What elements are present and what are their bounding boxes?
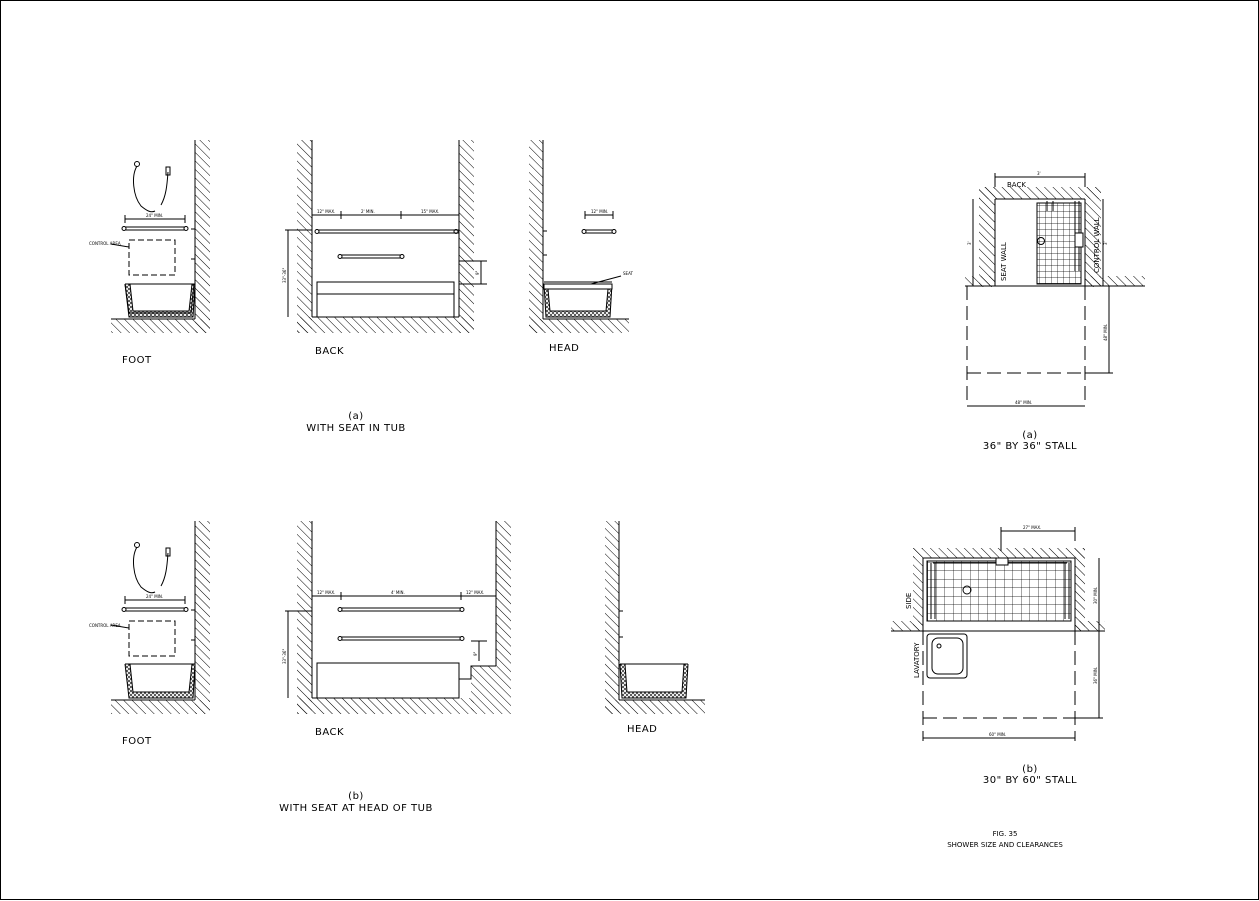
stall-b-lavatory-label: LAVATORY <box>913 642 921 678</box>
stall-a-seat-wall-label: SEAT WALL <box>1000 242 1008 281</box>
tub-b-head-elevation <box>605 521 705 714</box>
tub-b-control-area-label: CONTROL AREA <box>89 623 121 628</box>
tub-b-back-left-dim: 12" MAX. <box>317 590 335 595</box>
tub-b-back-label: BACK <box>315 727 344 738</box>
stall-b-clear-width-dim: 60" MIN. <box>989 732 1006 737</box>
tub-b-foot-elevation <box>110 521 210 714</box>
stall-b-plan <box>891 527 1105 741</box>
tub-a-back-elevation <box>285 140 487 333</box>
tub-a-foot-elevation <box>110 140 210 333</box>
stall-a-right-dim: 3' <box>1103 241 1108 245</box>
tub-a-control-area-label: CONTROL AREA <box>89 241 121 246</box>
tub-a-foot-label: FOOT <box>122 355 152 366</box>
stall-a-control-wall-label: CONTROL WALL <box>1093 217 1101 273</box>
tub-b-back-seat-dim: 9" <box>473 651 478 656</box>
tub-b-back-elevation <box>285 521 511 714</box>
stall-a-clear-depth-dim: 48" MIN. <box>1103 324 1108 341</box>
tub-b-head-label: HEAD <box>627 724 657 735</box>
tub-b-foot-grab-dim: 24" MIN. <box>146 594 163 599</box>
tub-a-caption-letter: (a) <box>348 411 363 422</box>
tub-a-back-right-dim: 15" MAX. <box>421 209 439 214</box>
tub-a-back-label: BACK <box>315 346 344 357</box>
stall-a-top-dim: 3' <box>1037 171 1041 176</box>
tub-b-back-height-dim: 33"-36" <box>282 649 287 664</box>
stall-b-right-dim: 30" MIN. <box>1093 587 1098 604</box>
tub-a-foot-grab-dim: 24" MIN. <box>146 213 163 218</box>
stall-b-clear-depth-dim: 36" MIN. <box>1093 667 1098 684</box>
tub-a-seat-label: SEAT <box>623 271 633 276</box>
stall-a-left-dim: 3' <box>967 241 972 245</box>
figure-number: FIG. 35 <box>993 830 1018 838</box>
tub-b-back-right-dim: 12" MAX. <box>466 590 484 595</box>
tub-b-foot-label: FOOT <box>122 736 152 747</box>
stall-a-caption: 36" BY 36" STALL <box>983 441 1077 452</box>
stall-b-caption-letter: (b) <box>1022 764 1038 775</box>
stall-a-plan <box>965 173 1145 407</box>
tub-a-caption: WITH SEAT IN TUB <box>306 423 406 434</box>
tub-a-back-seat-dim: 9" <box>475 270 480 275</box>
tub-b-caption-letter: (b) <box>348 791 364 802</box>
stall-a-caption-letter: (a) <box>1022 430 1037 441</box>
stall-b-caption: 30" BY 60" STALL <box>983 775 1077 786</box>
tub-a-head-elevation <box>529 140 629 333</box>
stall-a-clear-width-dim: 48" MIN. <box>1015 400 1032 405</box>
tub-b-back-mid-dim: 4' MIN. <box>391 590 405 595</box>
tub-a-head-label: HEAD <box>549 343 579 354</box>
tub-a-back-height-dim: 33"-36" <box>282 268 287 283</box>
tub-b-caption: WITH SEAT AT HEAD OF TUB <box>279 803 433 814</box>
figure-title: SHOWER SIZE AND CLEARANCES <box>947 841 1063 849</box>
stall-b-side-label: SIDE <box>905 593 913 609</box>
tub-a-head-grab-dim: 12" MIN. <box>591 209 608 214</box>
stall-a-back-label: BACK <box>1007 181 1026 189</box>
tub-a-back-mid-dim: 2' MIN. <box>361 209 375 214</box>
tub-a-back-left-dim: 12" MAX. <box>317 209 335 214</box>
stall-b-top-dim: 27" MAX. <box>1023 525 1041 530</box>
